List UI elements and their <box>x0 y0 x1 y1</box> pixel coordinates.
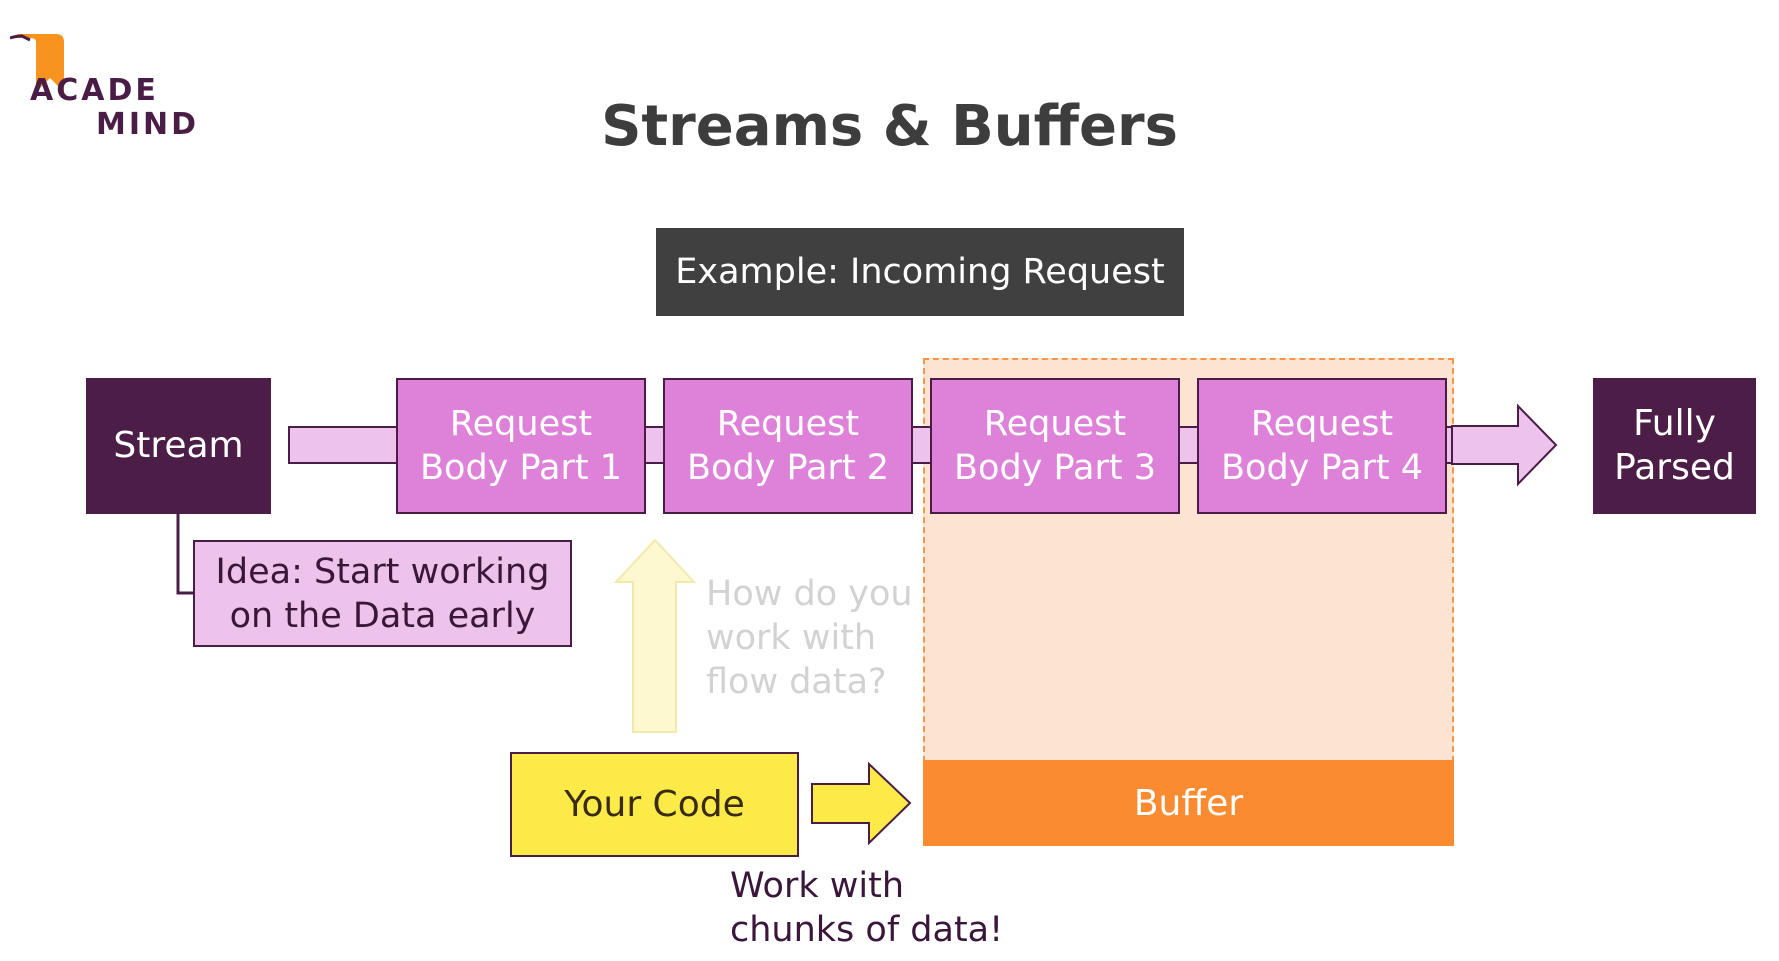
page-title: Streams & Buffers <box>601 94 1178 159</box>
part-1-line2: Body Part 1 <box>420 448 622 488</box>
example-label: Example: Incoming Request <box>675 252 1165 292</box>
chunks-line2: chunks of data! <box>730 910 1004 950</box>
buffer-label: Buffer <box>1133 782 1244 824</box>
idea-box: Idea: Start working on the Data early <box>193 540 572 647</box>
part-3-line1: Request <box>983 404 1127 444</box>
request-body-part-2: Request Body Part 2 <box>663 378 913 514</box>
logo-text-line1: ACADE <box>30 73 159 108</box>
chunks-line1: Work with <box>730 866 905 906</box>
part-1-line1: Request <box>449 404 593 444</box>
part-4-line1: Request <box>1250 404 1394 444</box>
code-to-buffer-arrow-icon <box>811 761 912 846</box>
stream-label: Stream <box>113 425 244 466</box>
your-code-box: Your Code <box>510 752 799 857</box>
idea-line1: Idea: Start working <box>215 551 550 592</box>
your-code-label: Your Code <box>564 784 745 825</box>
request-body-part-1: Request Body Part 1 <box>396 378 646 514</box>
fully-parsed-box: Fully Parsed <box>1593 378 1756 514</box>
request-body-part-3: Request Body Part 3 <box>930 378 1180 514</box>
flow-right-arrow-icon <box>1451 403 1558 487</box>
part-3-line2: Body Part 3 <box>954 448 1156 488</box>
logo-bookmark-icon <box>10 34 64 92</box>
flow-data-question: How do you work with flow data? <box>706 572 913 704</box>
fully-parsed-line1: Fully <box>1633 403 1716 444</box>
part-4-line2: Body Part 4 <box>1221 448 1423 488</box>
part-2-line2: Body Part 2 <box>687 448 889 488</box>
logo-text-line2: MIND <box>96 107 200 142</box>
chunks-caption: Work with chunks of data! <box>730 864 1003 952</box>
question-line2: work with <box>706 618 877 658</box>
idea-line2: on the Data early <box>229 595 536 636</box>
stream-box: Stream <box>86 378 271 514</box>
fully-parsed-line2: Parsed <box>1614 447 1735 488</box>
buffer-bar: Buffer <box>923 760 1454 846</box>
question-line3: flow data? <box>706 662 887 702</box>
stream-idea-connector <box>176 514 193 595</box>
part-2-line1: Request <box>716 404 860 444</box>
request-body-part-4: Request Body Part 4 <box>1197 378 1447 514</box>
question-line1: How do you <box>706 574 913 614</box>
example-label-box: Example: Incoming Request <box>656 228 1184 316</box>
up-arrow-icon <box>613 538 697 733</box>
